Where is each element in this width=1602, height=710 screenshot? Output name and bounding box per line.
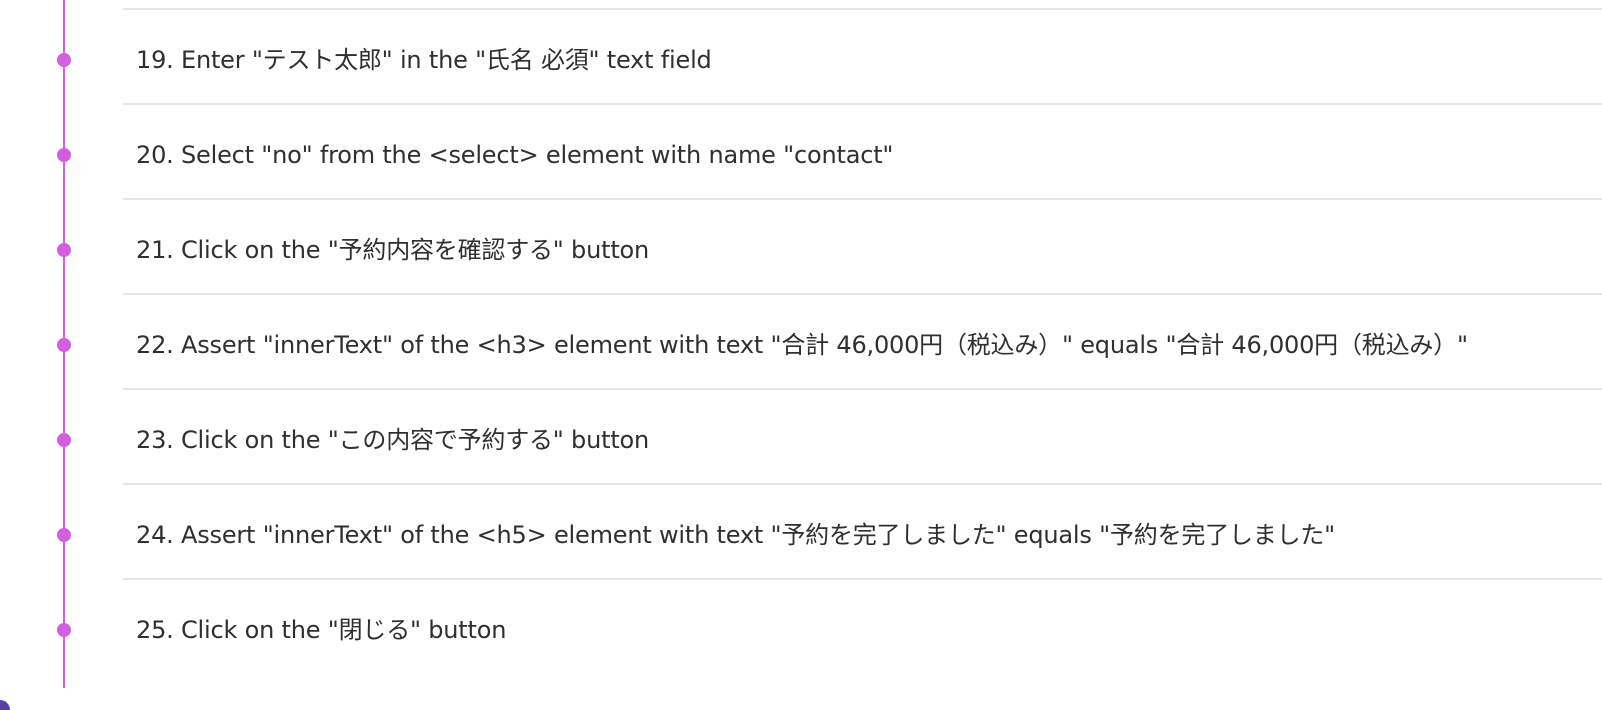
step-text: 23. Click on the "この内容で予約する" button (136, 426, 650, 454)
step-text: 19. Enter "テスト太郎" in the "氏名 必須" text fi… (136, 46, 712, 74)
step-item: 25. Click on the "閉じる" button (0, 580, 1602, 675)
timeline-dot-icon (57, 433, 71, 447)
step-text: 22. Assert "innerText" of the <h3> eleme… (136, 331, 1468, 359)
step-item: 19. Enter "テスト太郎" in the "氏名 必須" text fi… (0, 10, 1602, 105)
step-text: 20. Select "no" from the <select> elemen… (136, 141, 894, 169)
step-text: 21. Click on the "予約内容を確認する" button (136, 236, 650, 264)
timeline-dot-icon (57, 148, 71, 162)
timeline-dot-icon (57, 243, 71, 257)
corner-accent (0, 700, 10, 710)
timeline-dot-icon (57, 338, 71, 352)
step-item: 21. Click on the "予約内容を確認する" button (0, 200, 1602, 295)
step-item: 24. Assert "innerText" of the <h5> eleme… (0, 485, 1602, 580)
timeline-dot-icon (57, 53, 71, 67)
step-item: 23. Click on the "この内容で予約する" button (0, 390, 1602, 485)
step-item: 22. Assert "innerText" of the <h3> eleme… (0, 295, 1602, 390)
step-text: 24. Assert "innerText" of the <h5> eleme… (136, 521, 1336, 549)
step-item: 20. Select "no" from the <select> elemen… (0, 105, 1602, 200)
step-list: 19. Enter "テスト太郎" in the "氏名 必須" text fi… (0, 10, 1602, 675)
step-text: 25. Click on the "閉じる" button (136, 616, 507, 644)
top-divider (123, 8, 1602, 10)
timeline-dot-icon (57, 528, 71, 542)
timeline-dot-icon (57, 623, 71, 637)
